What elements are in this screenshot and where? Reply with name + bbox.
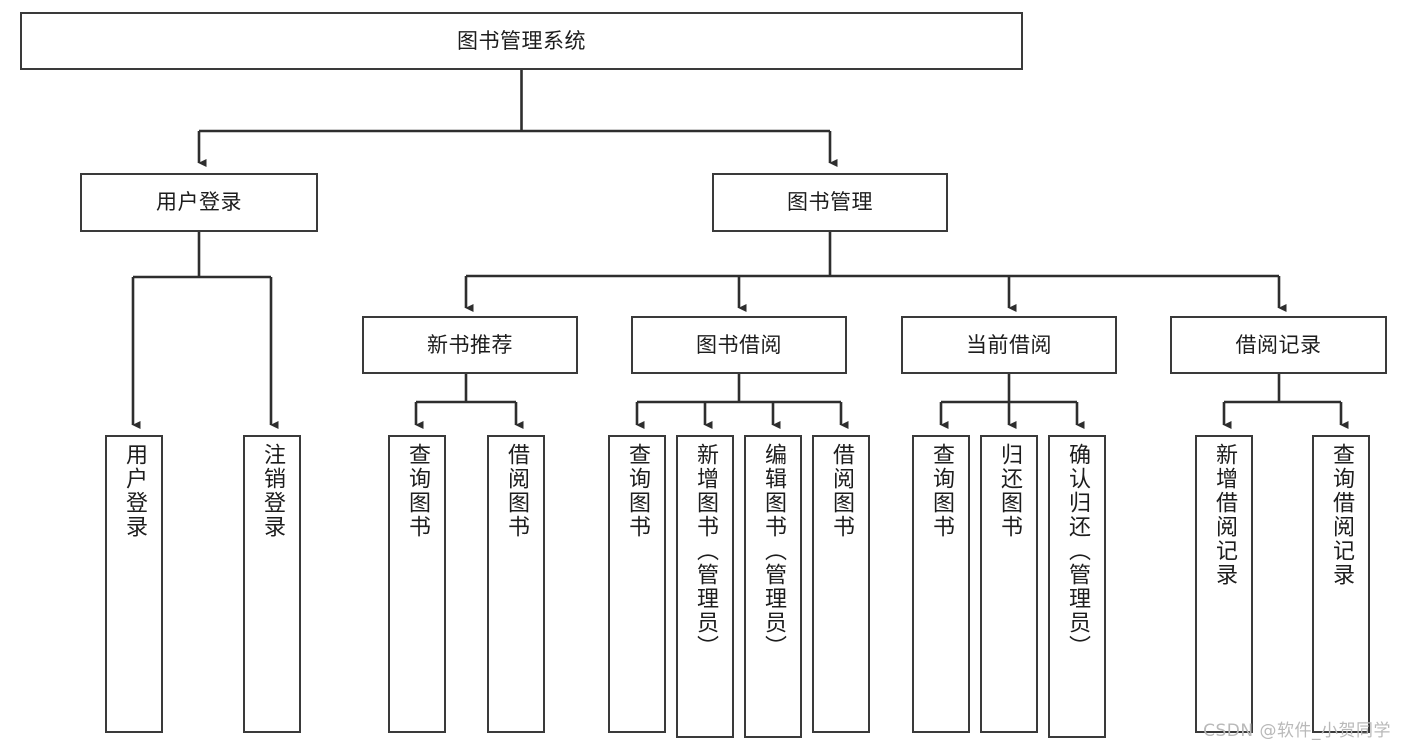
leaf-query-record-label: 查询借阅记录 [1329,443,1354,587]
leaf-return-book[interactable]: 归还图书 [980,435,1038,733]
leaf-borrow-book-1[interactable]: 借阅图书 [487,435,545,733]
node-current-borrow-label: 当前借阅 [966,332,1052,357]
leaf-confirm-return[interactable]: 确认归还（管理员） [1048,435,1106,738]
leaf-query-book-2[interactable]: 查询图书 [608,435,666,733]
leaf-query-record[interactable]: 查询借阅记录 [1312,435,1370,733]
leaf-borrow-book-2[interactable]: 借阅图书 [812,435,870,733]
leaf-logout-label: 注销登录 [260,443,285,539]
node-book-management-label: 图书管理 [787,190,873,215]
leaf-add-record[interactable]: 新增借阅记录 [1195,435,1253,733]
leaf-add-book-label: 新增图书（管理员） [693,443,718,659]
leaf-return-book-label: 归还图书 [997,443,1022,539]
leaf-query-book-1-label: 查询图书 [405,443,430,539]
node-current-borrow[interactable]: 当前借阅 [901,316,1117,374]
node-new-book-recommend[interactable]: 新书推荐 [362,316,578,374]
node-user-login[interactable]: 用户登录 [80,173,318,232]
leaf-edit-book-label: 编辑图书（管理员） [761,443,786,659]
leaf-borrow-book-1-label: 借阅图书 [504,443,529,539]
leaf-add-record-label: 新增借阅记录 [1212,443,1237,587]
leaf-query-book-1[interactable]: 查询图书 [388,435,446,733]
leaf-add-book[interactable]: 新增图书（管理员） [676,435,734,738]
node-borrow-record[interactable]: 借阅记录 [1170,316,1387,374]
node-book-borrow-label: 图书借阅 [696,332,782,357]
leaf-logout[interactable]: 注销登录 [243,435,301,733]
node-root[interactable]: 图书管理系统 [20,12,1023,70]
leaf-confirm-return-label: 确认归还（管理员） [1065,443,1090,659]
node-book-management[interactable]: 图书管理 [712,173,948,232]
leaf-edit-book[interactable]: 编辑图书（管理员） [744,435,802,738]
leaf-user-login-label: 用户登录 [122,443,147,539]
csdn-watermark: CSDN @软件_小贺同学 [1203,721,1391,741]
leaf-borrow-book-2-label: 借阅图书 [829,443,854,539]
leaf-user-login[interactable]: 用户登录 [105,435,163,733]
node-user-login-label: 用户登录 [156,190,242,215]
node-book-borrow[interactable]: 图书借阅 [631,316,847,374]
leaf-query-book-2-label: 查询图书 [625,443,650,539]
node-borrow-record-label: 借阅记录 [1235,332,1322,357]
node-new-book-recommend-label: 新书推荐 [427,332,513,357]
leaf-query-book-3-label: 查询图书 [929,443,954,539]
node-root-label: 图书管理系统 [457,28,586,53]
leaf-query-book-3[interactable]: 查询图书 [912,435,970,733]
